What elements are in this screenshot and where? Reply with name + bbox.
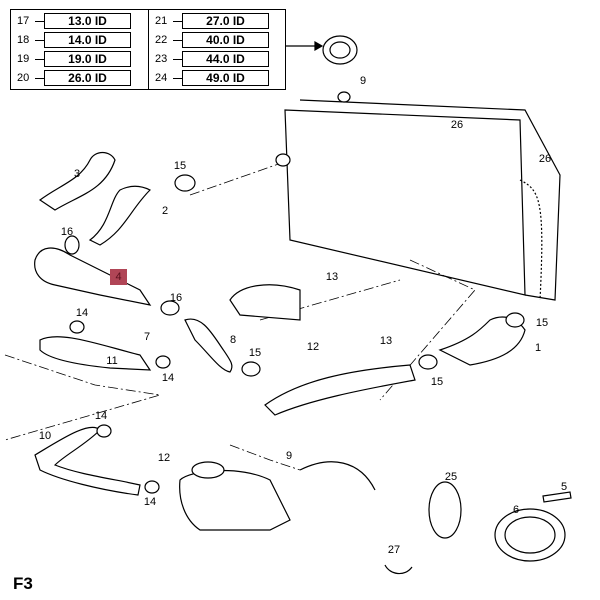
clamp-16b bbox=[160, 300, 180, 316]
clamp-14 bbox=[69, 320, 85, 334]
highlighted-part-4[interactable]: 4 bbox=[110, 269, 127, 285]
size-row: 22 40.0 ID bbox=[155, 31, 269, 49]
clamp-15b bbox=[241, 361, 261, 377]
hose-4 bbox=[34, 247, 152, 306]
hose-10 bbox=[34, 426, 141, 496]
plug bbox=[275, 153, 291, 167]
size-table-left: 17 13.0 ID 18 14.0 ID 19 19.0 ID 20 26.0 ID bbox=[11, 10, 148, 89]
callout: 7 bbox=[143, 331, 151, 343]
size-row: 19 19.0 ID bbox=[17, 50, 131, 68]
size-value: 44.0 ID bbox=[182, 51, 269, 67]
size-row: 20 26.0 ID bbox=[17, 69, 131, 87]
figure-label: F3 bbox=[13, 574, 33, 593]
callout: 25 bbox=[444, 471, 458, 483]
clamp-16 bbox=[64, 235, 80, 255]
callout: 15 bbox=[173, 160, 187, 172]
callout: 3 bbox=[73, 168, 81, 180]
callout: 26 bbox=[538, 153, 552, 165]
radiator bbox=[284, 109, 526, 296]
expansion-tank bbox=[179, 470, 291, 531]
size-value: 14.0 ID bbox=[44, 32, 131, 48]
hose-3 bbox=[38, 151, 116, 211]
callout: 2 bbox=[161, 205, 169, 217]
size-value: 26.0 ID bbox=[44, 70, 131, 86]
size-value: 19.0 ID bbox=[44, 51, 131, 67]
throttle-body bbox=[229, 284, 301, 321]
size-value: 27.0 ID bbox=[182, 13, 269, 29]
hose-coil-6 bbox=[494, 508, 566, 562]
ref-number: 18 bbox=[17, 34, 30, 46]
callout: 14 bbox=[161, 372, 175, 384]
size-row: 18 14.0 ID bbox=[17, 31, 131, 49]
filler-cap bbox=[191, 461, 225, 479]
clamp-15c bbox=[418, 354, 438, 370]
ref-number: 24 bbox=[155, 72, 168, 84]
ref-number: 20 bbox=[17, 72, 30, 84]
callout: 9 bbox=[285, 450, 293, 462]
clamp-15 bbox=[174, 174, 196, 192]
clamp-14c bbox=[96, 424, 112, 438]
arrow-head bbox=[314, 40, 324, 52]
callout: 14 bbox=[143, 496, 157, 508]
callout: 26 bbox=[450, 119, 464, 131]
ref-number: 17 bbox=[17, 15, 30, 27]
size-row: 17 13.0 ID bbox=[17, 12, 131, 30]
callout: 13 bbox=[325, 271, 339, 283]
hose-8 bbox=[184, 318, 233, 373]
callout: 16 bbox=[60, 226, 74, 238]
coolant-pipe bbox=[264, 364, 416, 416]
callout: 15 bbox=[430, 376, 444, 388]
callout: 9 bbox=[359, 75, 367, 87]
clamp-15d bbox=[505, 312, 525, 328]
size-value: 13.0 ID bbox=[44, 13, 131, 29]
vent-hose bbox=[299, 461, 376, 491]
callout: 11 bbox=[106, 355, 118, 367]
ref-number: 21 bbox=[155, 15, 168, 27]
callout: 15 bbox=[248, 347, 262, 359]
clip-9 bbox=[337, 91, 351, 103]
clamp-25 bbox=[428, 481, 462, 539]
size-row: 21 27.0 ID bbox=[155, 12, 269, 30]
callout: 13 bbox=[379, 335, 393, 347]
callout: 10 bbox=[38, 430, 52, 442]
ref-number: 23 bbox=[155, 53, 168, 65]
size-value: 40.0 ID bbox=[182, 32, 269, 48]
ref-number: 22 bbox=[155, 34, 168, 46]
radiator-side bbox=[299, 99, 561, 301]
callout: 27 bbox=[387, 544, 401, 556]
callout: 12 bbox=[306, 341, 320, 353]
hose-11 bbox=[39, 336, 152, 371]
ref-number: 19 bbox=[17, 53, 30, 65]
callout: 15 bbox=[535, 317, 549, 329]
size-value: 49.0 ID bbox=[182, 70, 269, 86]
callout: 14 bbox=[94, 410, 108, 422]
size-row: 24 49.0 ID bbox=[155, 69, 269, 87]
hose-2 bbox=[88, 185, 152, 246]
callout: 12 bbox=[157, 452, 171, 464]
hose-5 bbox=[542, 491, 572, 503]
callout: 1 bbox=[534, 342, 542, 354]
callout: 8 bbox=[229, 334, 237, 346]
callout: 16 bbox=[169, 292, 183, 304]
clamp-14b bbox=[155, 355, 171, 369]
size-row: 23 44.0 ID bbox=[155, 50, 269, 68]
callout: 14 bbox=[75, 307, 89, 319]
clamp-14d bbox=[144, 480, 160, 494]
callout: 6 bbox=[512, 504, 520, 516]
clamp-27 bbox=[384, 564, 413, 575]
clamp-image bbox=[322, 35, 358, 65]
callout: 5 bbox=[560, 481, 568, 493]
size-table-right: 21 27.0 ID 22 40.0 ID 23 44.0 ID 24 49.0 ID bbox=[148, 10, 286, 89]
